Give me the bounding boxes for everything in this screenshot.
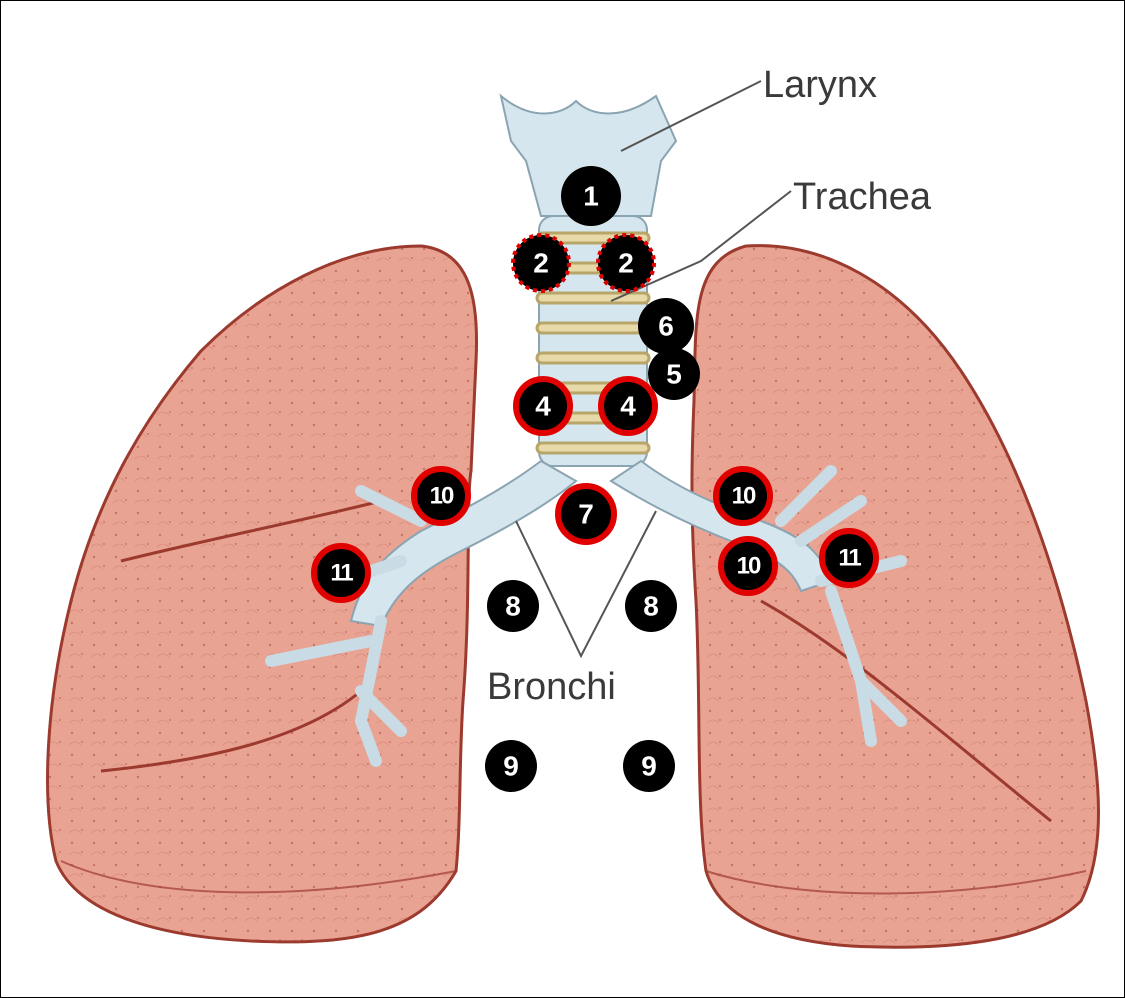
marker-10-lower-right[interactable]: 10 bbox=[721, 539, 775, 593]
left-lung bbox=[48, 246, 477, 942]
marker-6-text: 6 bbox=[658, 311, 674, 342]
marker-9-left-text: 9 bbox=[503, 751, 519, 782]
marker-4-left-text: 4 bbox=[535, 391, 551, 422]
marker-10-upper-left[interactable]: 10 bbox=[414, 469, 468, 523]
marker-5-text: 5 bbox=[666, 359, 682, 390]
marker-10-upper-right-text: 10 bbox=[732, 483, 756, 510]
marker-5[interactable]: 5 bbox=[648, 348, 700, 400]
marker-9-right[interactable]: 9 bbox=[623, 740, 675, 792]
larynx-label: Larynx bbox=[763, 64, 877, 106]
marker-8-left-text: 8 bbox=[505, 591, 521, 622]
marker-10-upper-left-text: 10 bbox=[430, 483, 454, 510]
marker-4-right-text: 4 bbox=[620, 391, 636, 422]
marker-2-left[interactable]: 2 bbox=[513, 235, 569, 291]
marker-11-right-text: 11 bbox=[838, 545, 861, 572]
marker-9-left[interactable]: 9 bbox=[485, 740, 537, 792]
marker-2-right[interactable]: 2 bbox=[598, 235, 654, 291]
marker-11-left[interactable]: 11 bbox=[314, 546, 368, 600]
bronchi-label: Bronchi bbox=[487, 666, 616, 708]
marker-9-right-text: 9 bbox=[641, 751, 657, 782]
marker-2-left-text: 2 bbox=[533, 248, 549, 279]
right-lung bbox=[692, 246, 1099, 948]
trachea-label: Trachea bbox=[793, 176, 932, 218]
marker-8-left[interactable]: 8 bbox=[487, 580, 539, 632]
marker-6[interactable]: 6 bbox=[638, 298, 694, 354]
marker-1-text: 1 bbox=[583, 181, 599, 212]
marker-10-upper-right[interactable]: 10 bbox=[716, 469, 770, 523]
marker-8-right[interactable]: 8 bbox=[625, 580, 677, 632]
marker-1[interactable]: 1 bbox=[561, 166, 621, 226]
marker-11-right[interactable]: 11 bbox=[822, 531, 876, 585]
marker-4-left[interactable]: 4 bbox=[516, 379, 570, 433]
marker-7[interactable]: 7 bbox=[558, 486, 614, 542]
marker-7-text: 7 bbox=[578, 499, 594, 530]
marker-11-left-text: 11 bbox=[330, 560, 353, 587]
marker-2-right-text: 2 bbox=[618, 248, 634, 279]
marker-10-lower-right-text: 10 bbox=[737, 553, 761, 580]
marker-8-right-text: 8 bbox=[643, 591, 659, 622]
marker-4-right[interactable]: 4 bbox=[601, 379, 655, 433]
